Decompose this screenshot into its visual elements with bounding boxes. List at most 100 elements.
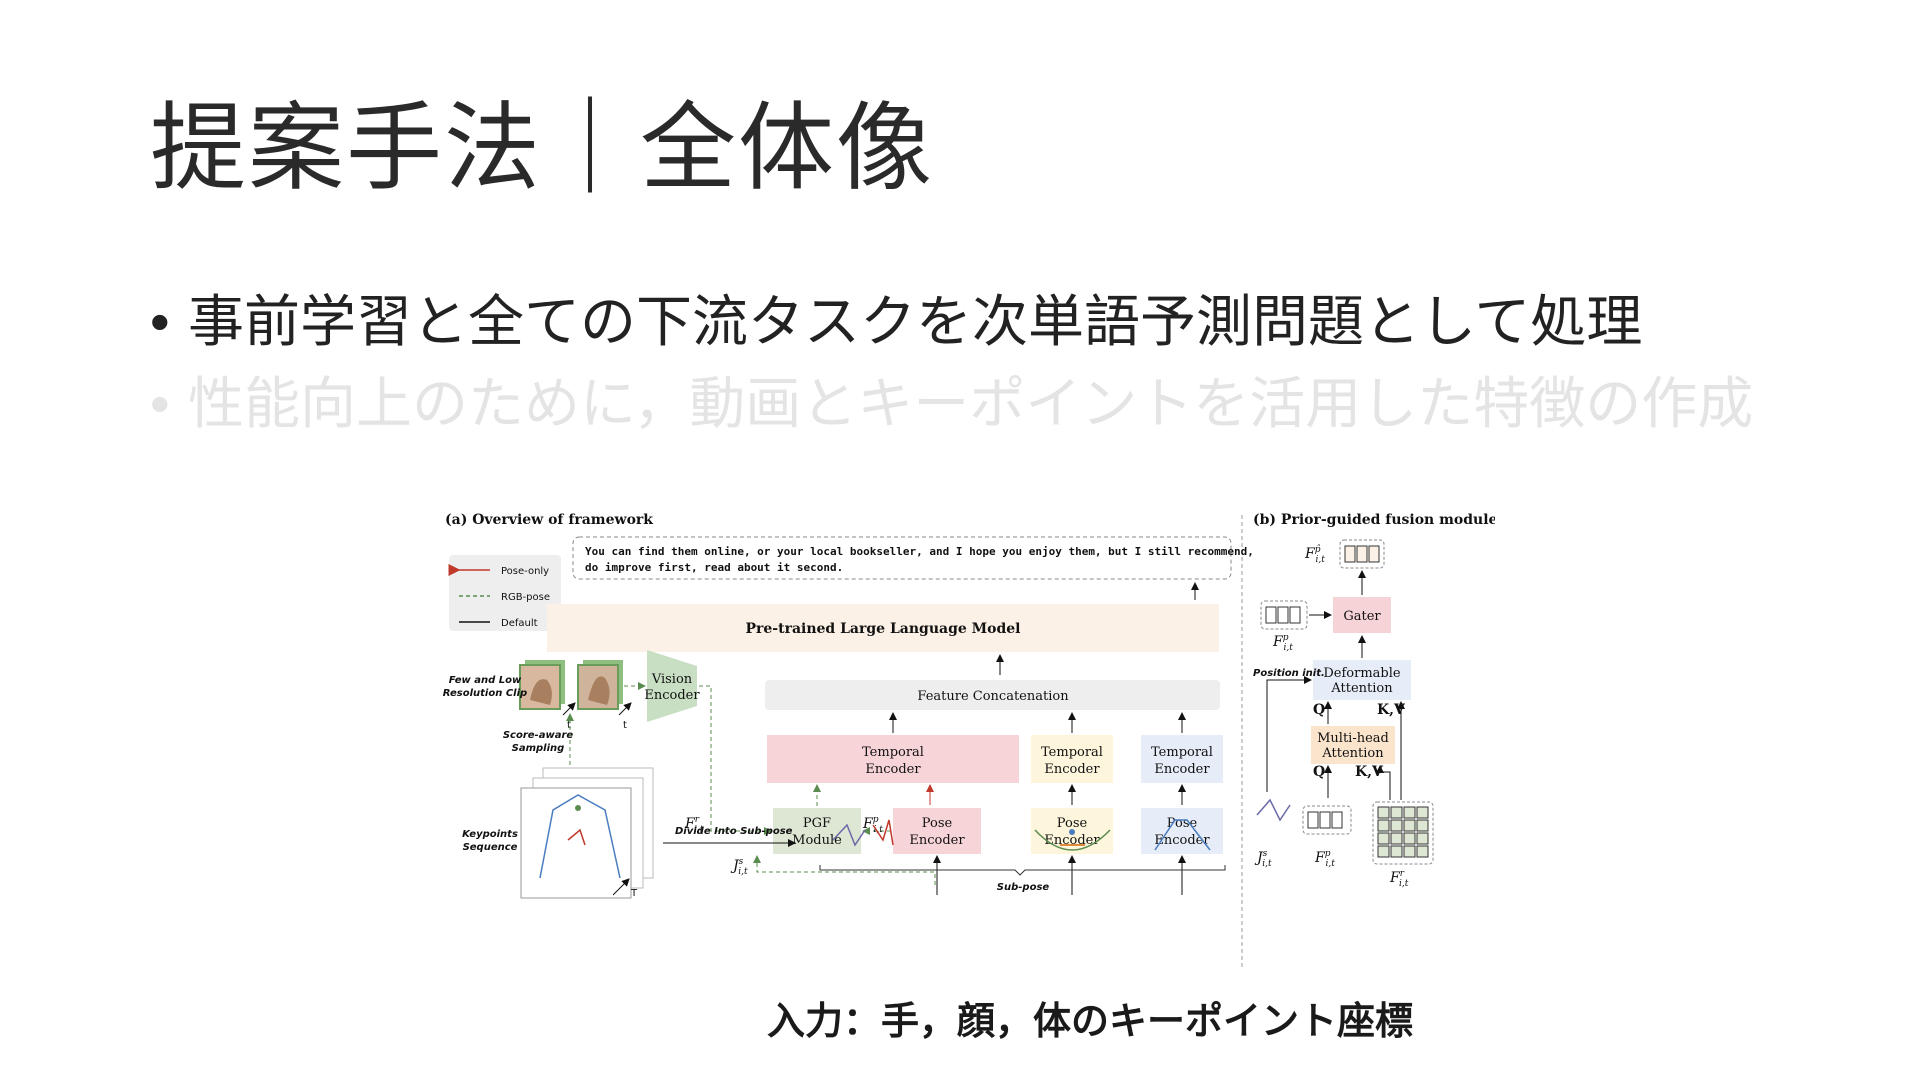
pose-feature-cell — [1277, 606, 1289, 624]
bullet-list: • 事前学習と全ての下流タスクを次単語予測問題として処理 • 性能向上のために，動画… — [150, 282, 1753, 446]
fr-input-grid — [1372, 801, 1434, 865]
mha-l2: Attention — [1321, 746, 1384, 761]
legend-rgb-pose: RGB-pose — [501, 592, 550, 603]
legend-pose-only: Pose-only — [501, 566, 549, 577]
arrow-fr-mha — [1376, 765, 1391, 800]
pose-encoder-body — [1141, 808, 1223, 854]
pose-feature-cell — [1289, 606, 1301, 624]
kv-label-1: K,V — [1377, 702, 1406, 718]
framework-figure: (a) Overview of framework (b) Prior-guid… — [435, 500, 1495, 980]
deformable-l2: Attention — [1330, 681, 1393, 696]
pose-encoder-hand-l1: Pose — [922, 816, 953, 831]
mha-l1: Multi-head — [1317, 731, 1389, 746]
axis-T-label: T — [630, 888, 638, 899]
fused-feature-cell — [1356, 545, 1368, 563]
body-skeleton-icon — [539, 794, 621, 879]
temporal-encoder-rgb — [767, 735, 1019, 783]
subpose-hand-right-icon — [872, 819, 894, 846]
legend-default: Default — [501, 618, 538, 629]
output-text-box — [572, 536, 1232, 580]
temporal-encoder-face-l1: Temporal — [1041, 745, 1103, 760]
arrow-position-init — [1266, 676, 1312, 792]
subpose-label: Sub-pose — [997, 882, 1050, 893]
temporal-encoder-body — [1141, 735, 1223, 783]
arrow-js-pgf — [753, 855, 936, 885]
bullet-text: 事前学習と全ての下流タスクを次単語予測問題として処理 — [188, 290, 1643, 355]
bullet-item-faded: • 性能向上のために，動画とキーポイントを活用した特徴の作成 — [150, 364, 1753, 446]
panel-b-title: (b) Prior-guided fusion module — [1253, 512, 1495, 528]
bullet-text: 性能向上のために，動画とキーポイントを活用した特徴の作成 — [188, 372, 1754, 437]
temporal-encoder-rgb-l1: Temporal — [862, 745, 924, 760]
bullet-dot: • — [150, 372, 170, 437]
temporal-encoder-rgb-l2: Encoder — [865, 762, 921, 777]
output-text-line1: You can find them online, or your local … — [585, 545, 1254, 558]
axis-t-label-1: t — [567, 720, 571, 731]
pose-encoder-hand — [893, 808, 981, 854]
pose-encoder-face-l1: Pose — [1057, 816, 1088, 831]
subpose-brace — [819, 865, 1226, 876]
position-init-label: Position init. — [1253, 668, 1325, 679]
bullet-dot: • — [150, 290, 170, 355]
feature-concat-box — [765, 680, 1220, 710]
hand-skeleton-icon — [567, 828, 586, 846]
vision-encoder — [647, 650, 697, 722]
panel-a-title: (a) Overview of framework — [445, 512, 653, 528]
pose-encoder-hand-l2: Encoder — [909, 833, 965, 848]
fused-feature-cell — [1368, 545, 1380, 563]
deformable-l1: Deformable — [1323, 666, 1401, 681]
hand-thumb-icon — [530, 679, 552, 705]
axis-T-arrow — [612, 878, 630, 896]
feature-concat-label: Feature Concatenation — [917, 689, 1069, 704]
subpose-face-point — [1069, 829, 1075, 835]
fused-feature-box — [1339, 539, 1385, 569]
legend-box — [449, 555, 561, 631]
sampling-label-l1: Score-aware — [503, 730, 574, 741]
divide-label: Divide Into Sub-pose — [675, 826, 793, 837]
keypoints-label-l2: Sequence — [463, 842, 518, 853]
framework-diagram: (a) Overview of framework (b) Prior-guid… — [443, 512, 1495, 970]
pose-encoder-face-l2: Encoder — [1044, 833, 1100, 848]
fr-grid-cells — [1377, 806, 1429, 858]
clip-label-l1: Few and Low — [449, 675, 522, 686]
subpose-body-icon — [1154, 819, 1211, 851]
vision-encoder-l1: Vision — [651, 672, 693, 687]
temporal-encoder-face — [1031, 735, 1113, 783]
js-keypoints-icon — [1256, 798, 1291, 822]
pose-encoder-body-l2: Encoder — [1154, 833, 1210, 848]
axis-t-arrow-1 — [562, 702, 576, 716]
pgf-module — [773, 808, 861, 854]
fp-input-cell — [1331, 811, 1343, 829]
pgf-module-l1: PGF — [803, 816, 831, 831]
subpose-face-icon — [1034, 829, 1111, 851]
fp-input-cell — [1319, 811, 1331, 829]
clip-label-l2: Resolution Clip — [443, 688, 527, 699]
gater-box — [1333, 597, 1391, 633]
temporal-encoder-face-l2: Encoder — [1044, 762, 1100, 777]
bullet-item: • 事前学習と全ての下流タスクを次単語予測問題として処理 — [150, 282, 1753, 364]
fused-feature-cell — [1344, 545, 1356, 563]
gater-label: Gater — [1343, 609, 1381, 624]
pgf-module-l2: Module — [792, 833, 842, 848]
deformable-attention-box — [1313, 660, 1411, 700]
axis-t-label-2: t — [623, 720, 627, 731]
kv-label-2: K,V — [1355, 764, 1384, 780]
keypoints-label-l1: Keypoints — [462, 829, 518, 840]
temporal-encoder-body-l1: Temporal — [1151, 745, 1213, 760]
hand-thumb-icon — [588, 676, 610, 705]
axis-t-arrow-2 — [618, 702, 632, 716]
face-keypoints-icon — [575, 805, 581, 811]
temporal-encoder-body-l2: Encoder — [1154, 762, 1210, 777]
output-text-line2: do improve first, read about it second. — [585, 561, 843, 574]
pose-feature-cell — [1265, 606, 1277, 624]
q-label-2: Q — [1313, 764, 1325, 780]
slide-title: 提案手法｜全体像 — [150, 92, 934, 204]
fp-input-cell — [1307, 811, 1319, 829]
q-label-1: Q — [1313, 702, 1325, 718]
